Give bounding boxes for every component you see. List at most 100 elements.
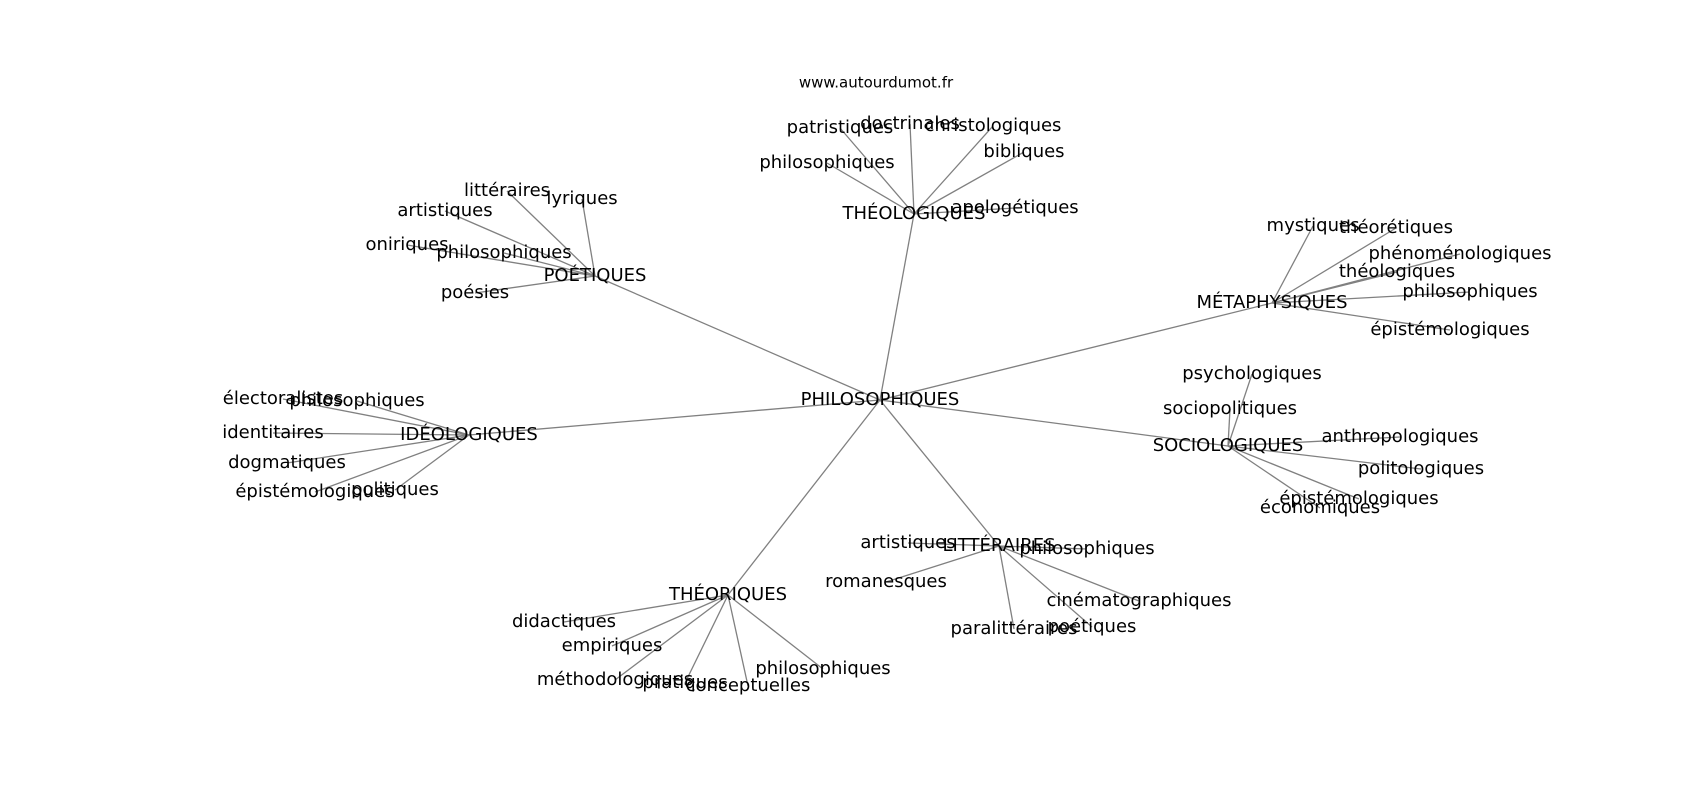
leaf-node-label: épistémologiques [1279, 488, 1438, 509]
graph-edge [879, 302, 1273, 401]
leaf-node-label: mystiques [1267, 215, 1360, 236]
leaf-node-label: théorétiques [1339, 217, 1453, 238]
graph-edge [1227, 436, 1401, 447]
graph-edge [998, 545, 1093, 628]
graph-edge [406, 244, 596, 277]
leaf-node-label: philosophiques [436, 242, 571, 263]
graph-edge [581, 198, 596, 277]
graph-edge [1271, 302, 1451, 331]
graph-edge [1271, 227, 1397, 304]
graph-edge [1271, 225, 1314, 304]
leaf-node-label: électoralistes [223, 388, 343, 409]
graph-edge [286, 434, 470, 464]
graph-edge [506, 190, 596, 277]
leaf-node-label: doctrinales [860, 113, 960, 134]
leaf-node-label: politiques [351, 479, 439, 500]
graph-edge [394, 434, 470, 491]
leaf-node-label: politologiques [1358, 458, 1484, 479]
leaf-node-label: lyriques [546, 188, 617, 209]
leaf-node-label: philosophiques [1019, 538, 1154, 559]
source-watermark: www.autourdumot.fr [799, 74, 954, 92]
graph-edge [727, 594, 749, 687]
graph-edge [563, 594, 729, 623]
graph-edge [282, 398, 470, 436]
hub-node-label: THÉOLOGIQUES [841, 202, 985, 224]
graph-edge [684, 594, 729, 684]
hub-node-label: POÉTIQUES [544, 264, 647, 286]
leaf-node-label: oniriques [365, 234, 448, 255]
graph-edge [444, 210, 596, 277]
graph-edge [503, 252, 596, 277]
leaf-node-label: méthodologiques [537, 669, 693, 690]
leaf-node-label: psychologiques [1182, 363, 1322, 384]
leaf-node-label: conceptuelles [686, 675, 811, 696]
graph-edge [998, 545, 1140, 602]
graph-edge [907, 542, 1000, 547]
leaf-node-label: pratiques [642, 672, 727, 693]
root-node-label: PHILOSOPHIQUES [801, 389, 960, 410]
graph-edge [727, 399, 881, 596]
leaf-node-label: philosophiques [755, 658, 890, 679]
graph-edge [885, 545, 1000, 583]
graph-edge [314, 434, 470, 493]
leaf-node-label: paralittéraires [951, 618, 1078, 639]
graph-edge [1271, 271, 1398, 304]
graph-labels: www.autourdumot.fr PHILOSOPHIQUES THÉOLO… [222, 74, 1551, 697]
hub-node-label: LITTÉRAIRES [942, 534, 1055, 556]
leaf-node-label: romanesques [825, 571, 947, 592]
leaf-node-label: dogmatiques [228, 452, 346, 473]
leaf-node-label: patristiques [787, 117, 894, 138]
graph-edge [913, 207, 1016, 215]
graph-edge [1227, 445, 1360, 500]
leaf-node-label: philosophiques [759, 152, 894, 173]
leaf-node-label: sociopolitiques [1163, 398, 1297, 419]
graph-edge [1227, 445, 1422, 470]
graph-edge [468, 399, 881, 436]
leaf-node-label: apologétiques [951, 197, 1078, 218]
graph-edge [879, 399, 1000, 547]
leaf-node-label: poétiques [1048, 616, 1137, 637]
leaf-node-label: identitaires [222, 422, 324, 443]
leaf-node-label: artistiques [397, 200, 492, 221]
graph-edge [879, 213, 915, 401]
leaf-node-label: économiques [1260, 497, 1380, 518]
graph-edge [998, 545, 1088, 550]
leaf-node-label: anthropologiques [1321, 426, 1478, 447]
leaf-node-label: épistémologiques [1370, 319, 1529, 340]
graph-edges [272, 123, 1471, 687]
graph-edge [839, 127, 915, 215]
graph-edge [1227, 445, 1321, 509]
graph-edge [1227, 408, 1231, 447]
leaf-node-label: philosophiques [1402, 281, 1537, 302]
leaf-node-label: épistémologiques [235, 481, 394, 502]
graph-edge [909, 123, 915, 215]
leaf-node-label: littéraires [464, 180, 550, 201]
leaf-node-label: philosophiques [289, 390, 424, 411]
graph-edge [356, 400, 470, 436]
graph-edge [611, 594, 729, 647]
hub-node-label: IDÉOLOGIQUES [400, 423, 538, 445]
leaf-node-label: théologiques [1339, 261, 1455, 282]
graph-edge [826, 162, 915, 215]
leaf-node-label: phénoménologiques [1368, 243, 1551, 264]
hub-node-label: THÉORIQUES [668, 583, 787, 605]
graph-edge [1271, 291, 1471, 304]
graph-edge [594, 275, 881, 401]
graph-edge [614, 594, 729, 681]
hub-node-label: SOCIOLOGIQUES [1153, 435, 1304, 456]
leaf-node-label: empiriques [562, 635, 663, 656]
graph-edge [1227, 373, 1253, 447]
leaf-node-label: bibliques [983, 141, 1064, 162]
leaf-node-label: christologiques [925, 115, 1062, 136]
graph-edge [913, 125, 994, 215]
graph-edge [998, 545, 1015, 630]
graph-edge [727, 594, 824, 670]
leaf-node-label: didactiques [512, 611, 616, 632]
leaf-node-label: cinématographiques [1047, 590, 1232, 611]
hub-node-label: MÉTAPHYSIQUES [1196, 291, 1347, 313]
leaf-node-label: poésies [441, 282, 509, 303]
graph-edge [913, 151, 1025, 215]
graph-edge [879, 399, 1229, 447]
graph-edge [272, 432, 470, 436]
